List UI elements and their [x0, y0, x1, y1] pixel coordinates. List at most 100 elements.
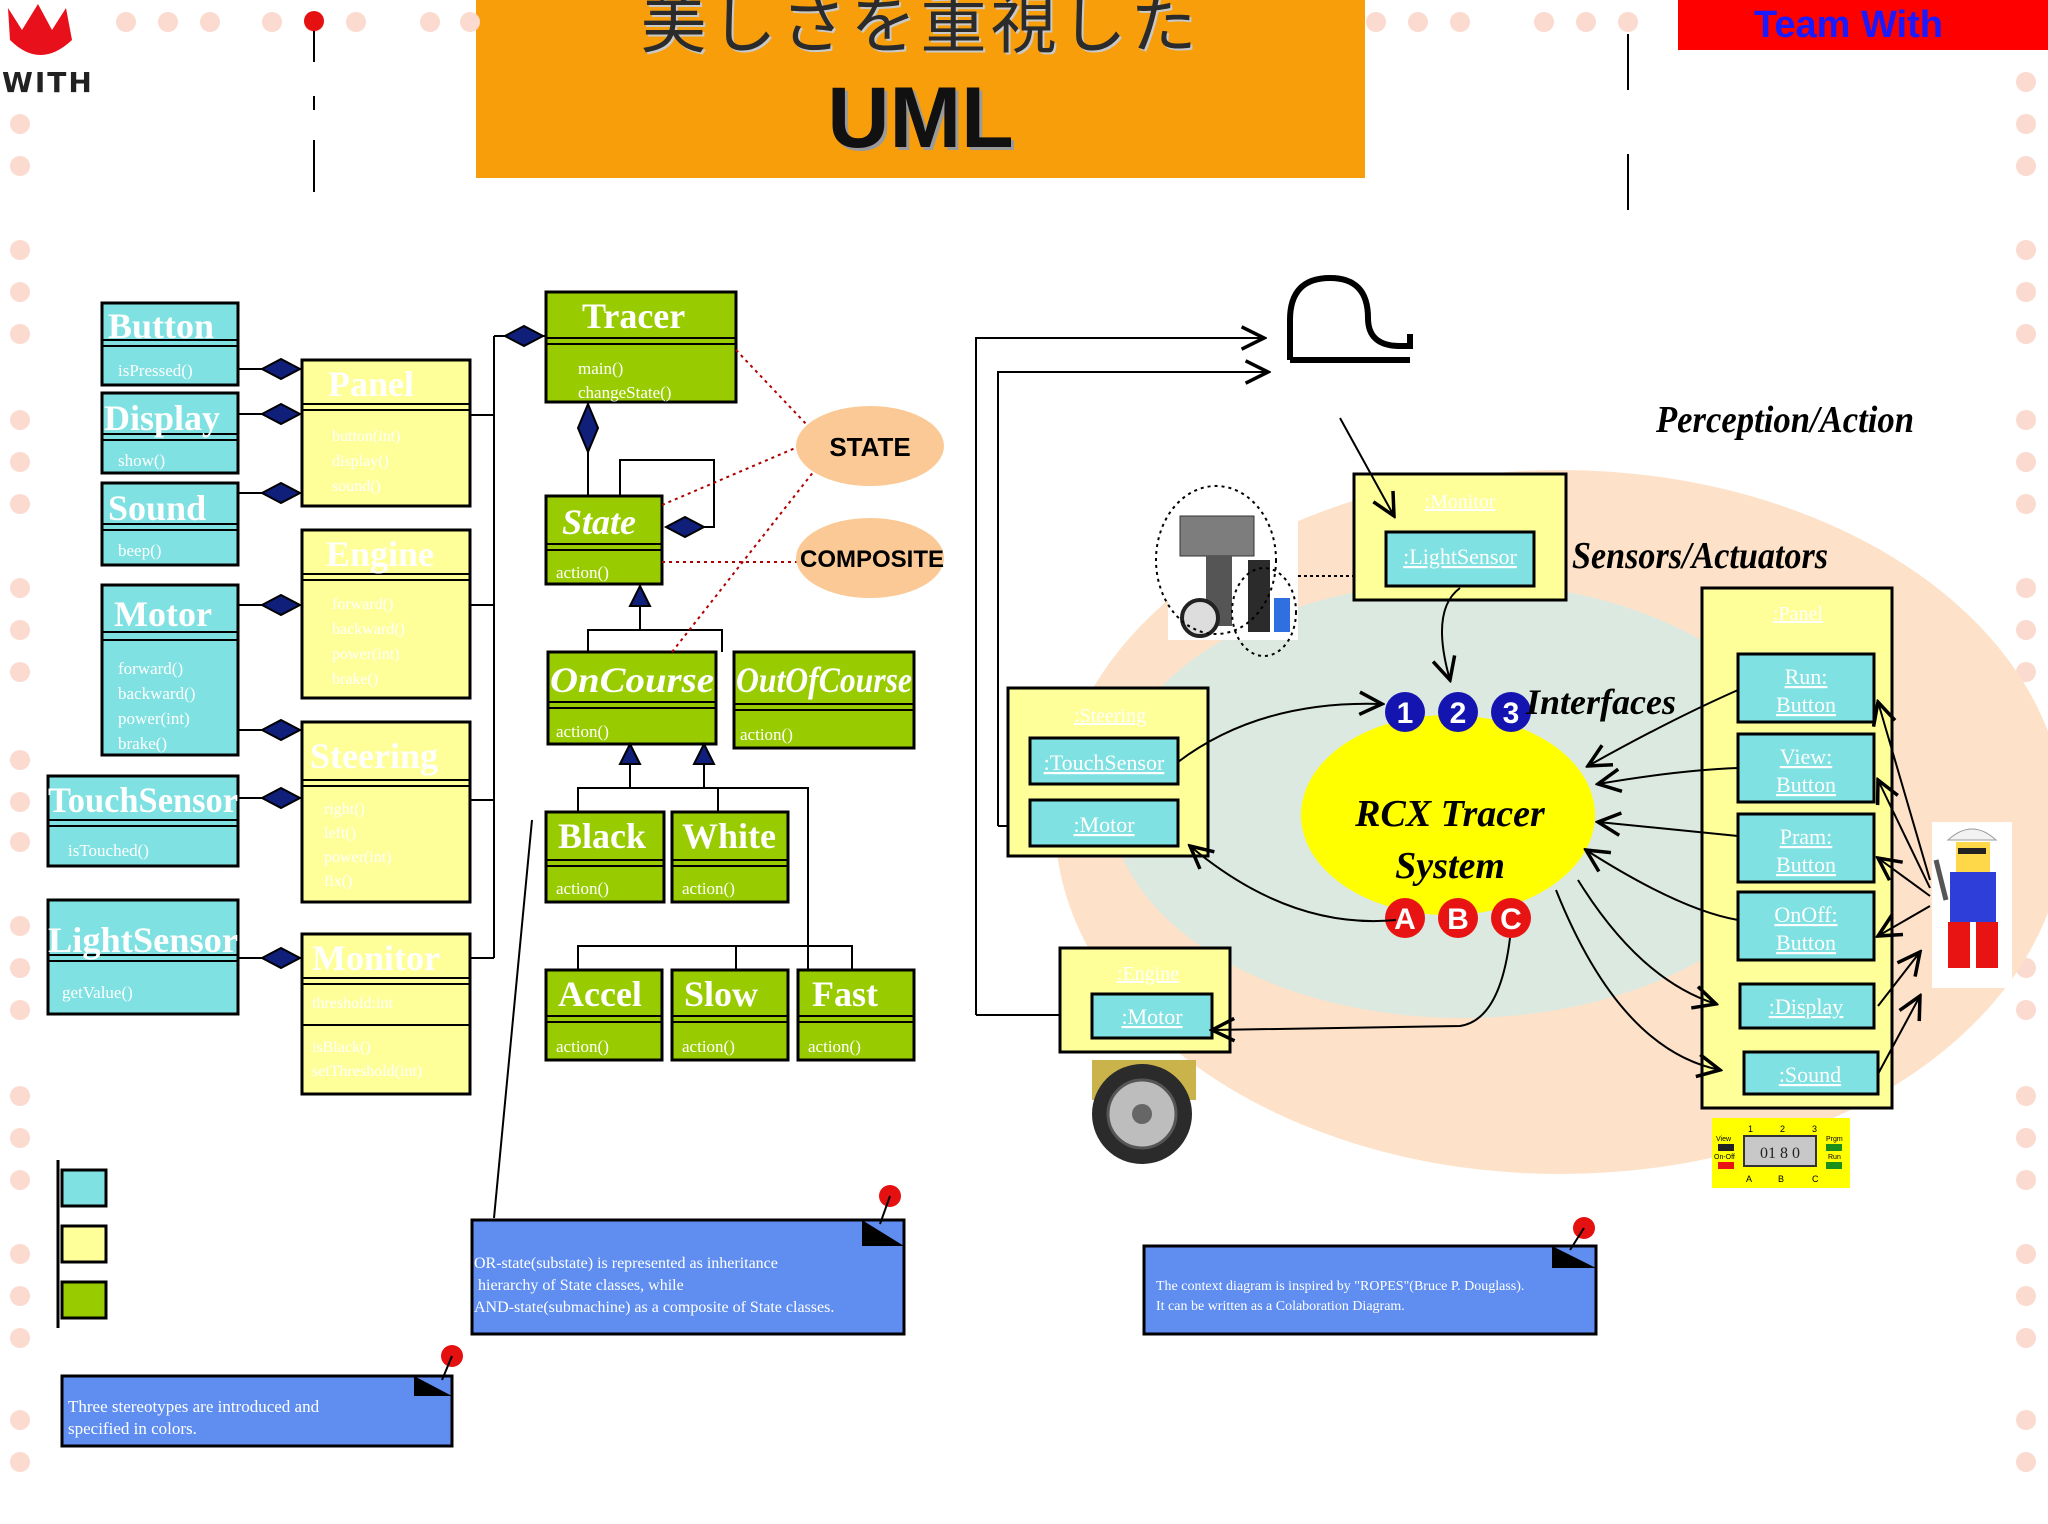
class-method: right() [324, 801, 365, 818]
object-part: :Sound [1779, 1062, 1841, 1087]
object-title: :Panel [1773, 603, 1823, 625]
rcx-label: A [1746, 1174, 1752, 1184]
decorative-dot [10, 324, 30, 344]
decorative-dot [10, 832, 30, 852]
port-label: B [1447, 903, 1469, 936]
title-japanese: 美しさを重視した [640, 0, 1201, 63]
decorative-dot [346, 12, 366, 32]
object-title: :Engine [1117, 963, 1179, 985]
decorative-dot [420, 12, 440, 32]
decorative-dot [10, 1086, 30, 1106]
class-attribute: threshold:int [312, 995, 393, 1012]
pin-icon [304, 11, 324, 31]
device-class-lightsensor: LightSensor getValue() [46, 898, 240, 1016]
decorative-dot [2016, 1000, 2036, 1020]
port-label: 1 [1397, 697, 1414, 730]
class-name: Fast [812, 974, 878, 1014]
header-rules [313, 30, 1629, 210]
port-label: C [1500, 903, 1522, 936]
decorative-dot [2016, 114, 2036, 134]
decorative-dot [10, 916, 30, 936]
class-method: action() [740, 725, 793, 744]
note-context: The context diagram is inspired by "ROPE… [1142, 1217, 1598, 1336]
context-monitor: :Monitor :LightSensor [1352, 472, 1568, 602]
object-part: Button [1776, 930, 1836, 955]
logo-text: WITH [2, 66, 94, 99]
decorative-dot [10, 1328, 30, 1348]
rcx-label: View [1716, 1136, 1732, 1143]
rcx-label: 3 [1812, 1124, 1817, 1134]
class-method: main() [578, 359, 623, 378]
class-method: show() [118, 451, 165, 470]
class-name: Steering [310, 736, 438, 776]
team-label: Team With [1678, 0, 2048, 50]
decorative-dot [10, 662, 30, 682]
class-method: action() [808, 1037, 861, 1056]
state-class-white: White action() [670, 810, 790, 904]
decorative-dot [10, 156, 30, 176]
decorative-dot [10, 1286, 30, 1306]
rcx-label: Prgm [1826, 1136, 1843, 1143]
class-method: power(int) [118, 709, 190, 728]
class-method: backward() [118, 684, 195, 703]
object-part: :Motor [1073, 812, 1135, 837]
class-method: setThreshold(int) [312, 1063, 422, 1080]
state-class-oncourse: OnCourse action() [546, 650, 718, 746]
class-name: Motor [114, 594, 212, 634]
input-ports: 1 2 3 [1385, 692, 1531, 732]
class-method: action() [682, 879, 735, 898]
decorative-dot [200, 12, 220, 32]
object-part: :Display [1769, 994, 1844, 1019]
rcx-label: 1 [1748, 1124, 1753, 1134]
system-label-line1: RCX Tracer [1354, 793, 1546, 835]
class-method: action() [556, 722, 609, 741]
decorative-dot [158, 12, 178, 32]
decorative-dot [10, 494, 30, 514]
class-name: Button [108, 306, 214, 346]
decorative-dot [2016, 1244, 2036, 1264]
class-name: Black [558, 816, 646, 856]
class-method: forward() [332, 596, 393, 613]
controller-class-monitor: Monitor threshold:int isBlack() setThres… [300, 932, 472, 1096]
note-text: The context diagram is inspired by "ROPE… [1156, 1279, 1524, 1314]
class-method: action() [682, 1037, 735, 1056]
state-class-black: Black action() [544, 810, 666, 904]
decorative-dot [2016, 1410, 2036, 1430]
title-banner: 美しさを重視した UML [476, 0, 1365, 178]
controller-class-steering: Steering right() left() power(int) fix() [300, 720, 472, 904]
interfaces-label: Interfaces [1525, 682, 1676, 722]
decorative-dot [262, 12, 282, 32]
class-method: action() [556, 563, 609, 582]
stereotype-color-legend [56, 1160, 108, 1328]
decorative-dot [10, 620, 30, 640]
perception-label: Perception/Action [1655, 399, 1914, 441]
class-method: forward() [118, 659, 183, 678]
controller-class-panel: Panel button(int) display() sound() [300, 358, 472, 508]
system-label-line2: System [1395, 845, 1505, 887]
class-name: White [682, 816, 776, 856]
device-class-motor: Motor forward() backward() power(int) br… [100, 583, 240, 757]
output-ports: A B C [1385, 898, 1531, 938]
decorative-dot [2016, 1328, 2036, 1348]
legend-device-swatch [60, 1168, 108, 1208]
class-name: LightSensor [48, 920, 238, 960]
device-class-sound: Sound beep() [100, 481, 240, 567]
object-title: :Steering [1074, 705, 1146, 727]
decorative-dot [2016, 410, 2036, 430]
rcx-label: Run [1828, 1154, 1841, 1161]
class-name: OnCourse [550, 660, 714, 700]
tracer-state-composition [576, 401, 600, 455]
decorative-dot [10, 792, 30, 812]
controller-tracer-links [470, 324, 546, 1219]
class-method: button(int) [332, 428, 400, 445]
class-method: backward() [332, 621, 405, 638]
decorative-dot [2016, 240, 2036, 260]
class-method: action() [556, 1037, 609, 1056]
decorative-dot [2016, 662, 2036, 682]
device-class-touchsensor: TouchSensor isTouched() [46, 774, 240, 868]
object-part: :Motor [1121, 1004, 1183, 1029]
wheel-image [1092, 1060, 1196, 1164]
class-name: Panel [328, 364, 414, 404]
object-part: View: [1780, 744, 1832, 769]
